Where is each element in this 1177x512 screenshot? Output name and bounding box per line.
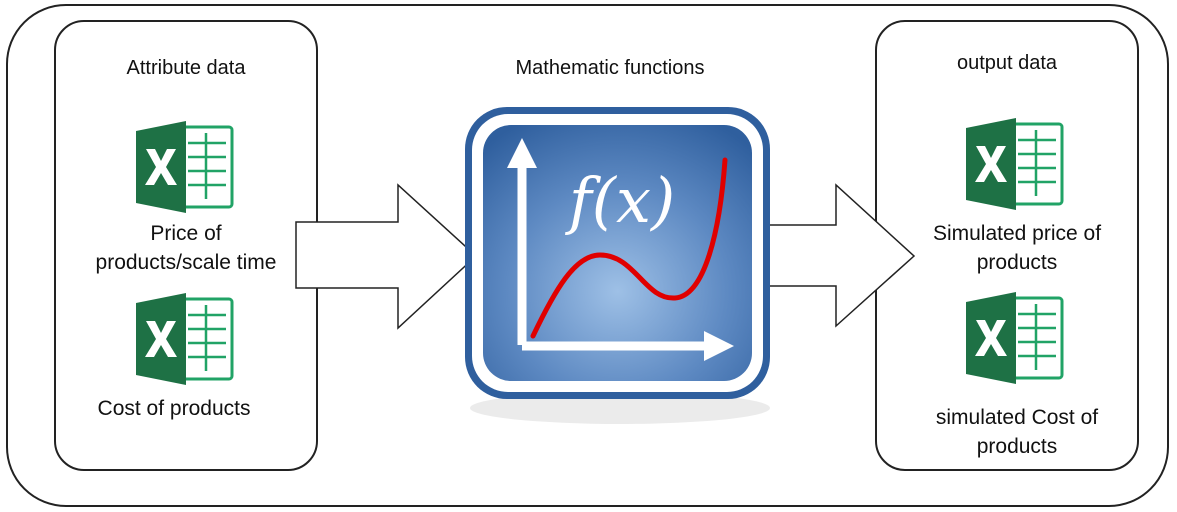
diagram-frame bbox=[6, 4, 1169, 507]
label-line: Cost of products bbox=[97, 397, 251, 420]
excel-icon bbox=[966, 292, 1064, 384]
input-panel-title: Attribute data bbox=[126, 57, 246, 79]
output-item-label: Simulated price of products bbox=[895, 219, 1139, 277]
label-line: simulated Cost of bbox=[935, 406, 1099, 429]
center-title: Mathematic functions bbox=[515, 57, 705, 79]
output-arrow bbox=[761, 183, 916, 328]
label-line: products/scale time bbox=[95, 251, 277, 274]
output-item-label: simulated Cost of products bbox=[895, 403, 1139, 461]
input-item-label: Cost of products bbox=[54, 394, 294, 423]
label-line: products bbox=[976, 435, 1058, 458]
excel-icon bbox=[136, 121, 234, 213]
label-line: products bbox=[976, 251, 1058, 274]
function-formula: f(x) bbox=[565, 164, 675, 237]
input-item-label: Price of products/scale time bbox=[54, 219, 318, 277]
function-graph-icon bbox=[465, 107, 770, 424]
input-arrow bbox=[295, 183, 478, 330]
label-line: Price of bbox=[150, 222, 222, 245]
output-panel-title: output data bbox=[956, 52, 1058, 74]
excel-icon bbox=[966, 118, 1064, 210]
excel-icon bbox=[136, 293, 234, 385]
label-line: Simulated price of bbox=[932, 222, 1102, 245]
